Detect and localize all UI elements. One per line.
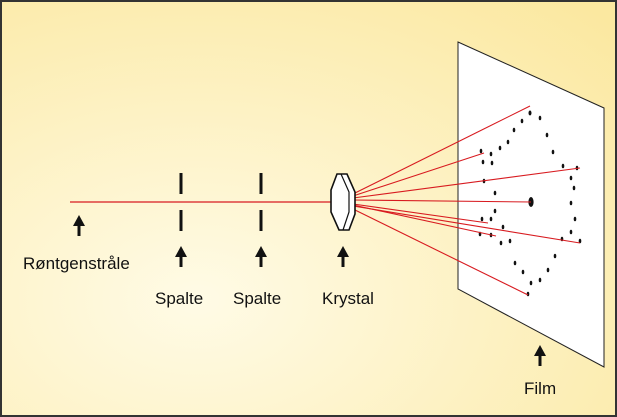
spot <box>480 216 484 222</box>
spot <box>489 216 493 222</box>
spot <box>479 148 483 154</box>
diffracted-ray <box>352 199 532 203</box>
spot <box>569 200 573 206</box>
up-arrow-icon <box>337 246 349 267</box>
spot <box>489 151 493 157</box>
diffracted-ray <box>352 152 485 197</box>
diffracted-ray <box>352 208 529 296</box>
spot <box>569 175 573 181</box>
diffracted-ray <box>352 105 531 195</box>
spot <box>481 159 485 165</box>
label-xray-beam: Røntgenstråle <box>23 254 130 273</box>
spot <box>508 238 512 244</box>
crystal <box>330 173 356 231</box>
spot <box>520 118 524 124</box>
up-arrow-icon <box>73 215 85 236</box>
label-slit-1: Spalte <box>155 289 203 308</box>
spot <box>521 269 525 275</box>
spot <box>561 163 565 169</box>
label-film: Film <box>524 379 556 398</box>
spot <box>512 127 516 133</box>
pointer-arrows <box>73 215 546 366</box>
spot <box>578 238 582 244</box>
spot <box>490 160 494 166</box>
crystal-body <box>330 173 356 231</box>
spot <box>538 277 542 283</box>
up-arrow-icon <box>534 345 546 366</box>
spot <box>538 115 542 121</box>
crystal-facet <box>340 173 350 231</box>
spot <box>513 260 517 266</box>
spot <box>501 224 505 230</box>
spot <box>506 139 510 145</box>
spot <box>528 110 532 116</box>
diffracted-ray <box>352 203 489 224</box>
diffracted-ray <box>352 205 581 244</box>
diffracted-rays <box>352 105 581 296</box>
spot <box>545 132 549 138</box>
spot <box>499 240 503 246</box>
spot <box>493 190 497 196</box>
label-slit-2: Spalte <box>233 289 281 308</box>
label-crystal: Krystal <box>322 289 374 308</box>
spot <box>551 149 555 155</box>
spot <box>573 216 577 222</box>
spot <box>498 145 502 151</box>
spot <box>529 280 533 286</box>
up-arrow-icon <box>255 246 267 267</box>
spot <box>546 267 550 273</box>
diffracted-ray <box>352 167 581 199</box>
spot <box>553 253 557 259</box>
spot <box>572 185 576 191</box>
spot <box>569 229 573 235</box>
spot <box>493 208 497 214</box>
up-arrow-icon <box>175 246 187 267</box>
